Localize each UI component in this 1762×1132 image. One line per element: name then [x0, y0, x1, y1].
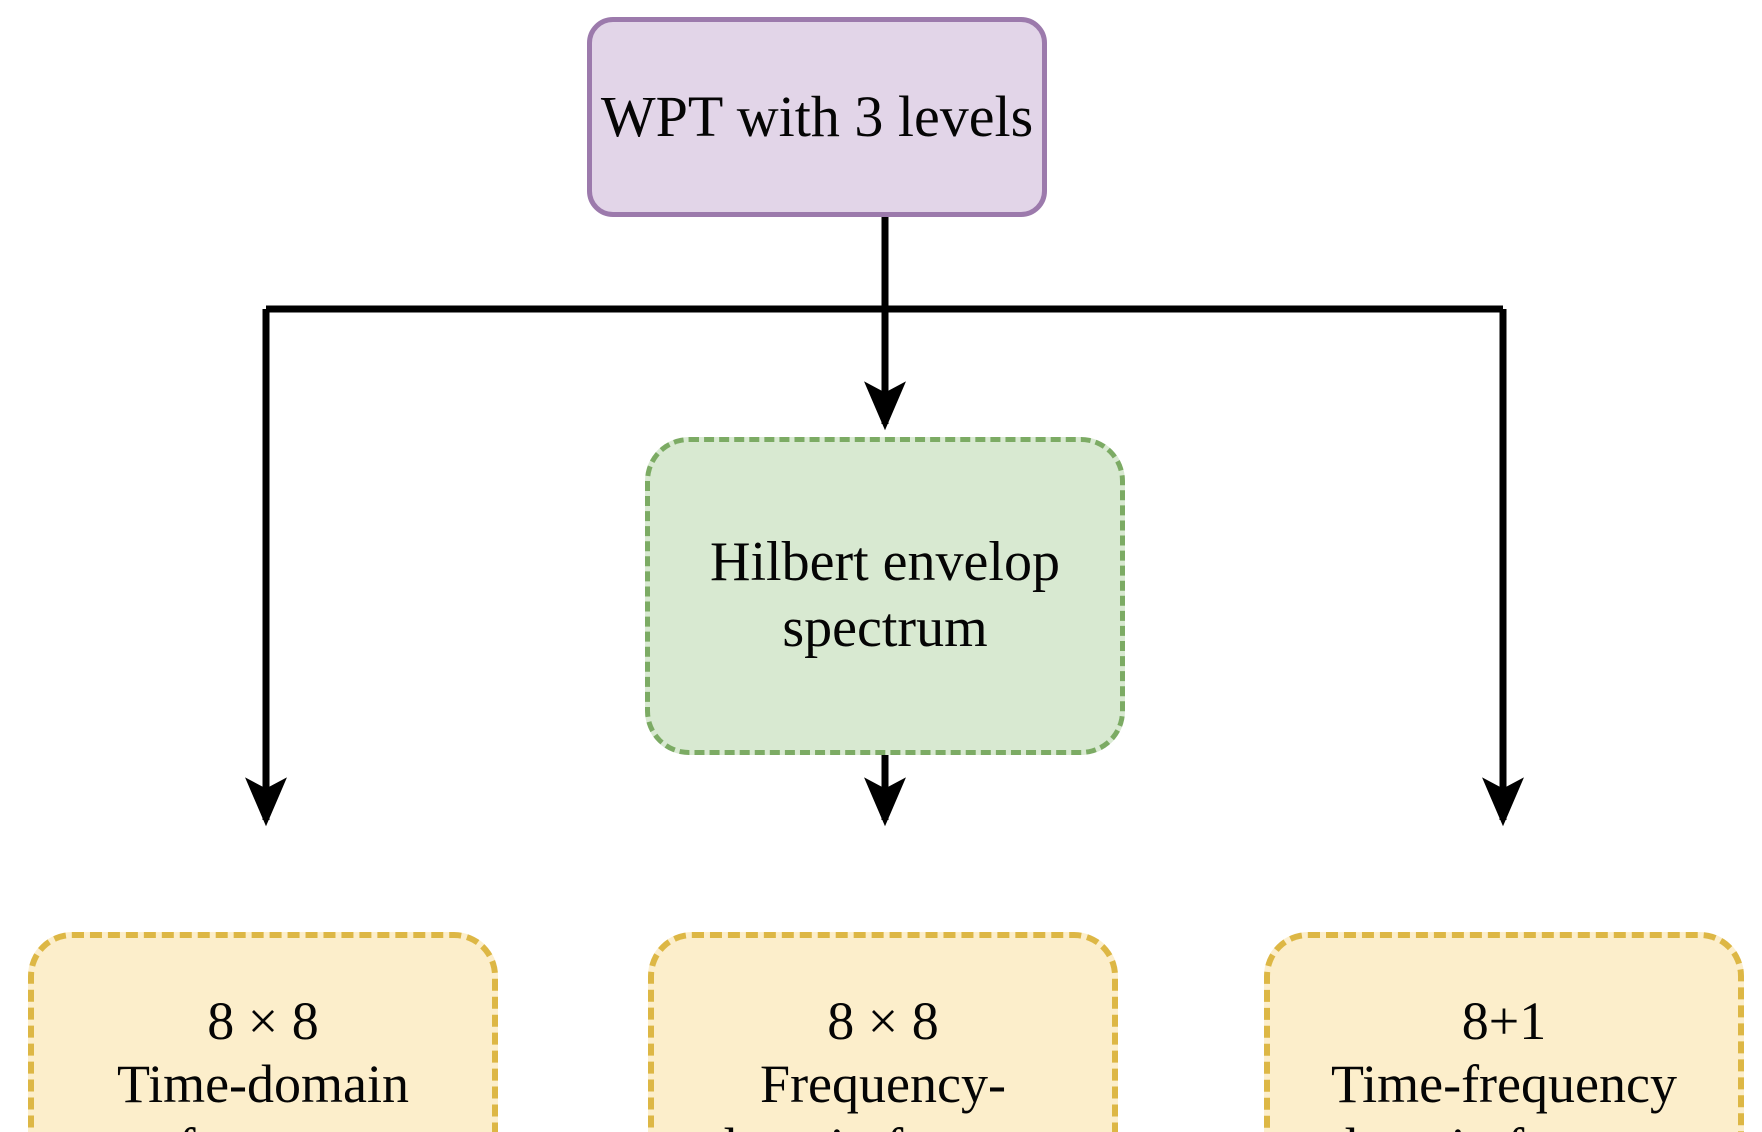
- node-time-frequency-label-line2: domain features: [1331, 1116, 1677, 1132]
- node-wpt-label: WPT with 3 levels: [600, 84, 1034, 150]
- node-hilbert-label-line2: spectrum: [782, 597, 988, 659]
- node-wpt-root[interactable]: WPT with 3 levels: [587, 17, 1047, 217]
- node-time-domain-label-line2: features: [178, 1116, 349, 1132]
- node-hilbert-label-line1: Hilbert envelop: [710, 531, 1060, 594]
- node-frequency-domain-features[interactable]: 8 × 8 Frequency- domain features: [648, 932, 1118, 1132]
- node-time-domain-label-line1: Time-domain: [116, 1053, 410, 1114]
- node-time-domain-count: 8 × 8: [207, 990, 319, 1051]
- node-frequency-domain-label-line1: Frequency-: [760, 1053, 1006, 1114]
- node-time-domain-features[interactable]: 8 × 8 Time-domain features: [28, 932, 498, 1132]
- node-time-frequency-label-line1: Time-frequency: [1331, 1053, 1677, 1114]
- node-frequency-domain-label-line2: domain features: [710, 1116, 1056, 1132]
- node-time-frequency-domain-features[interactable]: 8+1 Time-frequency domain features: [1264, 932, 1744, 1132]
- node-time-frequency-count: 8+1: [1461, 990, 1547, 1051]
- node-frequency-domain-count: 8 × 8: [827, 990, 939, 1051]
- node-hilbert-envelope-spectrum[interactable]: Hilbert envelop spectrum: [645, 437, 1125, 755]
